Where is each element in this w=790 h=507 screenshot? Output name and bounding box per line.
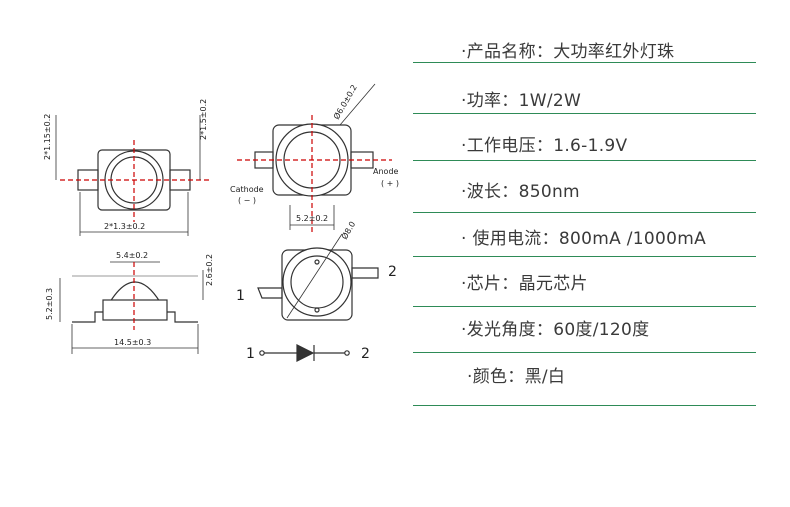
spec-divider — [413, 306, 756, 307]
dim-label-side-right: 2.6±0.2 — [205, 254, 214, 286]
cathode-label: Cathode — [230, 185, 264, 194]
technical-drawings: 2*1.15±0.2 2*1.5±0.2 2*1.3±0.2 5.4±0.2 5… — [43, 83, 399, 362]
bottom-view-drawing — [257, 233, 379, 321]
dim-label-top-left-vertical: 2*1.15±0.2 — [43, 114, 52, 160]
dim-label-bottom-diameter: Ø8.0 — [339, 220, 357, 241]
spec-divider — [413, 212, 756, 213]
spec-divider — [413, 352, 756, 353]
anode-label: Anode — [373, 167, 399, 176]
center-view-drawing — [237, 83, 392, 235]
spec-current: · 使用电流：800mA /1000mA — [461, 229, 707, 249]
spec-voltage: ·工作电压：1.6-1.9V — [461, 136, 628, 156]
spec-product-name: ·产品名称：大功率红外灯珠 — [461, 42, 675, 62]
spec-color: ·颜色：黑/白 — [467, 367, 566, 387]
dim-label-top-bottom: 2*1.3±0.2 — [104, 222, 145, 231]
dim-label-top-right-vertical: 2*1.5±0.2 — [199, 99, 208, 140]
dim-label-side-top: 5.4±0.2 — [116, 251, 148, 260]
spec-divider — [413, 405, 756, 406]
spec-divider — [413, 113, 756, 114]
pin-1-label: 1 — [236, 288, 245, 304]
diode-symbol — [259, 344, 350, 362]
spec-divider — [413, 62, 756, 63]
symbol-pin-2-label: 2 — [361, 346, 370, 362]
front-view-drawing — [55, 115, 210, 236]
pin-2-label: 2 — [388, 264, 397, 280]
symbol-pin-1-label: 1 — [246, 346, 255, 362]
spec-chip: ·芯片：晶元芯片 — [461, 274, 588, 294]
dim-label-side-bottom: 14.5±0.3 — [114, 338, 151, 347]
spec-wavelength: ·波长：850nm — [461, 182, 580, 202]
dim-label-side-left: 5.2±0.3 — [45, 288, 54, 320]
anode-sign: ( + ) — [381, 179, 399, 188]
cathode-sign: ( − ) — [238, 196, 256, 205]
spec-divider — [413, 160, 756, 161]
dim-label-center-diameter: Ø6.0±0.2 — [331, 83, 359, 121]
spec-power: ·功率：1W/2W — [461, 91, 582, 111]
spec-divider — [413, 256, 756, 257]
spec-beam-angle: ·发光角度：60度/120度 — [461, 320, 650, 340]
dim-label-center-width: 5.2±0.2 — [296, 214, 328, 223]
side-view-drawing — [59, 261, 204, 354]
